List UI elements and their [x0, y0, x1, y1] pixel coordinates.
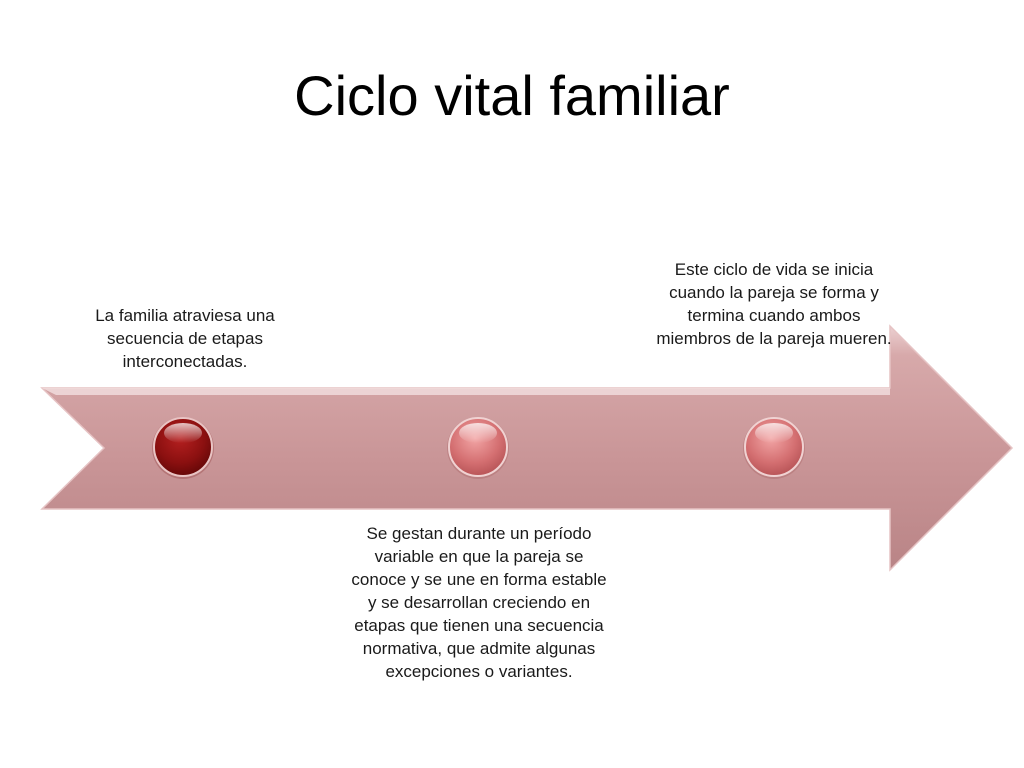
node-2-caption: Se gestan durante un período variable en… — [351, 524, 607, 681]
timeline-node-2 — [447, 417, 509, 479]
timeline-node-1 — [152, 417, 214, 479]
arrow-top-highlight — [42, 388, 890, 395]
timeline-node-3 — [743, 417, 805, 479]
slide-title: Ciclo vital familiar — [294, 64, 730, 127]
node-1-caption: La familia atraviesa una secuencia de et… — [95, 306, 275, 371]
node-3-caption: Este ciclo de vida se inicia cuando la p… — [656, 260, 892, 348]
arrow-body — [40, 324, 1014, 572]
